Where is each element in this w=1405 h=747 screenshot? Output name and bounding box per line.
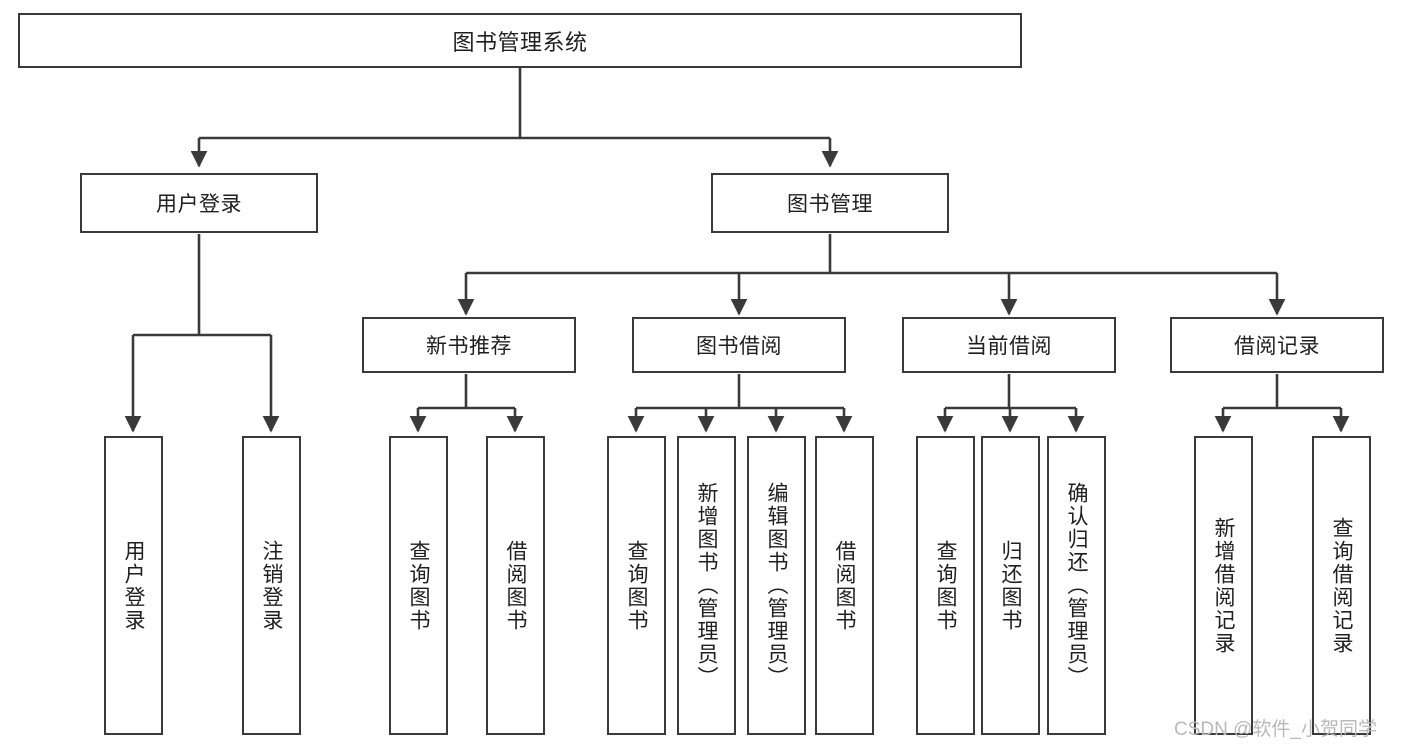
- leaf-book-borrow-query-book[interactable]: 查询图书: [607, 436, 666, 735]
- leaf-current-borrow-confirm-return-admin[interactable]: 确认归还（管理员）: [1047, 436, 1106, 735]
- node-label: 归还图书: [999, 539, 1022, 632]
- node-label: 借阅图书: [504, 539, 527, 632]
- node-current-borrow[interactable]: 当前借阅: [902, 317, 1116, 373]
- watermark-text: CSDN @软件_小贺同学: [1174, 719, 1377, 740]
- node-label: 图书借阅: [696, 335, 782, 358]
- node-label: 新增借阅记录: [1212, 516, 1235, 655]
- node-label: 确认归还（管理员）: [1065, 482, 1088, 689]
- leaf-new-book-borrow-book[interactable]: 借阅图书: [486, 436, 545, 735]
- node-borrow-record[interactable]: 借阅记录: [1170, 317, 1384, 373]
- node-label: 用户登录: [122, 539, 145, 632]
- node-label: 图书管理: [787, 193, 873, 216]
- leaf-user-login-logout[interactable]: 注销登录: [242, 436, 301, 735]
- leaf-user-login-login[interactable]: 用户登录: [104, 436, 163, 735]
- node-root-book-management-system[interactable]: 图书管理系统: [18, 13, 1022, 68]
- node-label: 查询图书: [407, 539, 430, 632]
- leaf-new-book-query-book[interactable]: 查询图书: [389, 436, 448, 735]
- leaf-book-borrow-add-book-admin[interactable]: 新增图书（管理员）: [677, 436, 736, 735]
- node-label: 注销登录: [260, 539, 283, 632]
- node-user-login[interactable]: 用户登录: [80, 173, 318, 233]
- leaf-current-borrow-return-book[interactable]: 归还图书: [981, 436, 1040, 735]
- node-label: 新书推荐: [426, 335, 512, 358]
- node-label: 用户登录: [156, 193, 242, 216]
- node-book-management[interactable]: 图书管理: [711, 173, 949, 233]
- leaf-borrow-record-add-record[interactable]: 新增借阅记录: [1194, 436, 1253, 735]
- leaf-borrow-record-query-record[interactable]: 查询借阅记录: [1312, 436, 1371, 735]
- node-label: 当前借阅: [966, 335, 1052, 358]
- node-book-borrow[interactable]: 图书借阅: [632, 317, 846, 373]
- leaf-book-borrow-edit-book-admin[interactable]: 编辑图书（管理员）: [747, 436, 806, 735]
- node-label: 新增图书（管理员）: [695, 482, 718, 689]
- node-label: 借阅记录: [1234, 335, 1320, 358]
- node-label: 查询图书: [625, 539, 648, 632]
- node-new-book-recommend[interactable]: 新书推荐: [362, 317, 576, 373]
- node-label: 查询借阅记录: [1330, 516, 1353, 655]
- node-label: 借阅图书: [833, 539, 856, 632]
- leaf-book-borrow-borrow-book[interactable]: 借阅图书: [815, 436, 874, 735]
- node-label: 编辑图书（管理员）: [765, 482, 788, 689]
- node-label: 查询图书: [934, 539, 957, 632]
- node-label: 图书管理系统: [452, 29, 588, 55]
- leaf-current-borrow-query-book[interactable]: 查询图书: [916, 436, 975, 735]
